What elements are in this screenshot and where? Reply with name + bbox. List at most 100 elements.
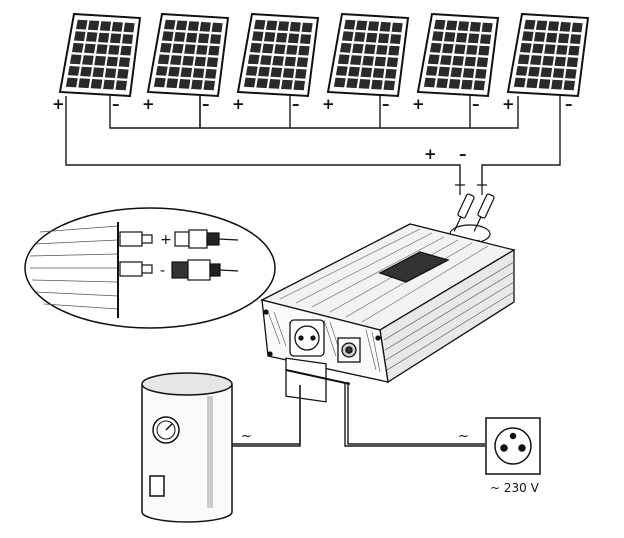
solar-cell xyxy=(450,67,463,78)
inverter-switch xyxy=(337,337,361,363)
solar-cell xyxy=(355,20,368,31)
solar-cell xyxy=(454,44,466,55)
solar-cell xyxy=(522,31,534,42)
solar-cell xyxy=(65,77,78,88)
solar-cell xyxy=(452,55,464,66)
solar-cell xyxy=(532,43,544,54)
solar-cell xyxy=(438,66,450,77)
solar-cell xyxy=(448,79,461,89)
solar-cell xyxy=(391,22,403,33)
solar-cell xyxy=(180,67,193,78)
bus-plus: + xyxy=(424,145,437,163)
solar-cell xyxy=(364,44,376,55)
solar-cell xyxy=(153,77,166,88)
solar-cell xyxy=(528,66,540,77)
solar-cell xyxy=(175,20,188,31)
solar-cell xyxy=(337,54,350,65)
solar-cell xyxy=(301,22,313,33)
solar-cell xyxy=(155,66,168,76)
solar-cell xyxy=(123,22,135,33)
solar-cell xyxy=(120,45,132,56)
heater-switch-icon xyxy=(149,475,165,497)
water-heater-tank xyxy=(141,372,233,523)
solar-cell xyxy=(425,66,438,76)
solar-cell xyxy=(372,68,385,78)
solar-cell xyxy=(335,66,348,76)
solar-cell xyxy=(530,55,542,65)
wall-socket-icon xyxy=(485,417,541,475)
solar-cell xyxy=(444,32,456,42)
solar-cell xyxy=(272,55,284,66)
solar-cell xyxy=(184,44,196,55)
solar-cell xyxy=(478,45,490,56)
solar-cell xyxy=(284,56,296,67)
inverter-unit xyxy=(260,223,516,403)
solar-cell xyxy=(360,67,373,78)
solar-cell xyxy=(552,68,565,78)
solar-cell xyxy=(166,78,179,89)
inverter-ac-outlet xyxy=(289,319,325,357)
solar-cell xyxy=(264,32,276,42)
solar-cell xyxy=(157,54,170,65)
solar-cell xyxy=(208,45,220,56)
solar-cell xyxy=(74,31,86,42)
bus-minus: – xyxy=(459,145,467,163)
solar-cell xyxy=(80,66,92,77)
solar-cell xyxy=(210,34,222,44)
solar-cell xyxy=(256,78,269,89)
solar-cell xyxy=(270,67,283,78)
solar-cell xyxy=(423,77,436,88)
solar-cell xyxy=(556,45,568,55)
solar-cell xyxy=(288,33,300,44)
solar-cell xyxy=(476,57,489,68)
solar-cell xyxy=(205,68,217,79)
solar-cell xyxy=(520,42,532,53)
solar-cell xyxy=(570,34,582,44)
solar-cell xyxy=(172,43,184,54)
panel-3-minus: – xyxy=(292,95,300,113)
solar-cell xyxy=(170,55,182,65)
solar-cell xyxy=(535,20,548,31)
solar-cell xyxy=(118,57,131,68)
solar-cell xyxy=(300,34,312,44)
solar-cell xyxy=(268,79,281,89)
socket-voltage-label: ~ 230 V xyxy=(490,481,540,495)
solar-cell xyxy=(544,44,556,55)
solar-cell xyxy=(250,42,262,53)
solar-panel-3 xyxy=(236,12,320,98)
solar-cell xyxy=(67,66,80,76)
solar-cell xyxy=(376,45,388,55)
solar-cell xyxy=(469,21,481,32)
solar-cell xyxy=(442,43,454,54)
output-wiring xyxy=(230,382,485,447)
solar-cell xyxy=(547,21,560,31)
solar-cell xyxy=(445,20,458,31)
solar-cell xyxy=(390,34,402,44)
solar-cell xyxy=(524,19,536,30)
panel-6-plus: + xyxy=(502,95,515,113)
solar-cell xyxy=(262,43,274,54)
panel-4-minus: – xyxy=(382,95,390,113)
solar-cell xyxy=(461,79,473,90)
solar-cell xyxy=(293,80,305,91)
solar-panel-array xyxy=(58,12,590,98)
solar-cell xyxy=(348,66,360,77)
solar-cell xyxy=(252,31,264,42)
solar-cell xyxy=(358,79,371,89)
solar-cell xyxy=(265,20,278,31)
solar-cell xyxy=(366,32,378,43)
socket-ac-label: ~ xyxy=(458,429,469,444)
solar-cell xyxy=(456,32,468,43)
detail-minus-label: - xyxy=(160,263,165,279)
solar-cell xyxy=(260,55,272,65)
panel-3-plus: + xyxy=(232,95,245,113)
solar-cell xyxy=(254,19,266,30)
panel-polarity-labels: + – + – + – + – + – + – xyxy=(52,95,573,113)
solar-cell xyxy=(344,19,356,30)
solar-cell xyxy=(534,32,546,42)
solar-cell xyxy=(203,80,215,91)
solar-cell xyxy=(371,79,383,90)
panel-5-plus: + xyxy=(412,95,425,113)
solar-cell xyxy=(117,68,129,79)
